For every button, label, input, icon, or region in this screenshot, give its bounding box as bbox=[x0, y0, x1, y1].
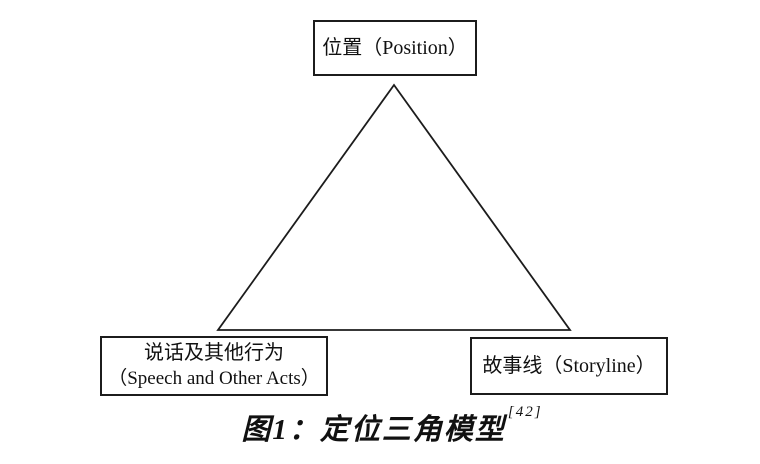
node-storyline-label: 故事线（Storyline） bbox=[482, 355, 656, 377]
node-speech-label-en: （Speech and Other Acts） bbox=[108, 368, 320, 389]
figure-caption-inner: 图1：定位三角模型[42] bbox=[241, 404, 543, 448]
node-position-label: 位置（Position） bbox=[322, 37, 468, 59]
node-speech-and-other-acts: 说话及其他行为 （Speech and Other Acts） bbox=[100, 336, 328, 396]
node-speech-label-zh: 说话及其他行为 bbox=[144, 342, 284, 364]
figure-caption: 图1：定位三角模型[42] bbox=[0, 404, 760, 448]
figure-caption-text: 图1：定位三角模型 bbox=[241, 414, 506, 446]
citation-superscript: [42] bbox=[507, 404, 543, 421]
node-storyline: 故事线（Storyline） bbox=[470, 337, 668, 395]
node-position: 位置（Position） bbox=[313, 20, 477, 76]
